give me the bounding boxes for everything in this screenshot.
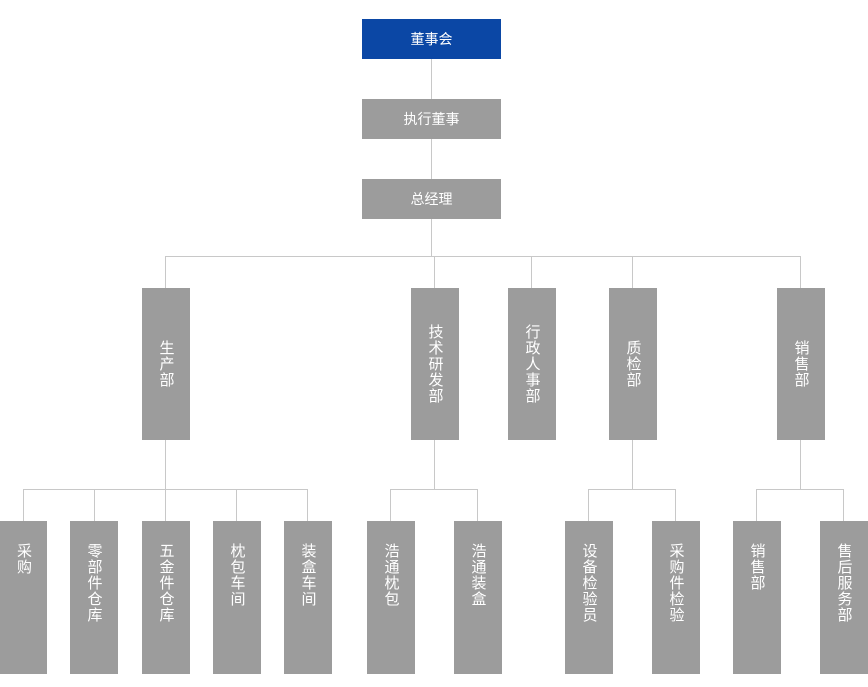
general-manager-label: 总经理 — [410, 192, 453, 208]
sub-unit-box: 枕包车间 — [213, 521, 261, 674]
connector-line — [632, 440, 633, 490]
connector-line — [588, 489, 589, 521]
sub-unit-box: 装盒车间 — [284, 521, 332, 674]
connector-line — [843, 489, 844, 521]
connector-line — [756, 489, 757, 521]
sub-unit-box: 零部件仓库 — [70, 521, 118, 674]
sub-unit-label: 采购件检验 — [667, 543, 686, 623]
connector-line — [531, 256, 532, 288]
department-box-production: 生产部 — [142, 288, 190, 440]
chairman-box: 董事会 — [362, 19, 501, 59]
department-label: 生产部 — [157, 340, 176, 388]
department-box-hr: 行政人事部 — [508, 288, 556, 440]
sub-unit-box: 设备检验员 — [565, 521, 613, 674]
connector-line — [165, 256, 166, 288]
sub-unit-label: 售后服务部 — [835, 543, 854, 623]
connector-line — [434, 256, 435, 288]
connector-line — [800, 440, 801, 490]
connector-line — [588, 489, 676, 490]
connector-line — [434, 440, 435, 490]
sub-unit-label: 采购 — [15, 543, 33, 575]
department-box-sales: 销售部 — [777, 288, 825, 440]
department-box-rnd: 技术研发部 — [411, 288, 459, 440]
executive-director-box: 执行董事 — [362, 99, 501, 139]
sub-unit-label: 枕包车间 — [228, 543, 247, 607]
connector-line — [431, 58, 432, 99]
connector-line — [431, 138, 432, 179]
sub-unit-label: 设备检验员 — [580, 543, 599, 623]
executive-director-label: 执行董事 — [403, 112, 460, 128]
connector-line — [675, 489, 676, 521]
connector-line — [23, 489, 24, 521]
connector-line — [390, 489, 478, 490]
department-label: 技术研发部 — [426, 324, 445, 404]
connector-line — [800, 256, 801, 288]
connector-line — [236, 489, 237, 521]
sub-unit-label: 销售部 — [748, 543, 767, 591]
connector-line — [307, 489, 308, 521]
department-label: 质检部 — [624, 340, 643, 388]
sub-unit-box: 售后服务部 — [820, 521, 868, 674]
chairman-label: 董事会 — [410, 32, 453, 48]
sub-unit-box: 五金件仓库 — [142, 521, 190, 674]
sub-unit-label: 零部件仓库 — [85, 543, 104, 623]
sub-unit-box: 采购 — [0, 521, 47, 674]
sub-unit-box: 浩通枕包 — [367, 521, 415, 674]
connector-line — [756, 489, 844, 490]
connector-line — [632, 256, 633, 288]
sub-unit-label: 浩通枕包 — [382, 543, 401, 607]
sub-unit-box: 采购件检验 — [652, 521, 700, 674]
sub-unit-label: 五金件仓库 — [157, 543, 176, 623]
connector-line — [431, 218, 432, 256]
connector-line — [165, 256, 801, 257]
general-manager-box: 总经理 — [362, 179, 501, 219]
connector-line — [94, 489, 95, 521]
sub-unit-label: 浩通装盒 — [469, 543, 488, 607]
department-label: 销售部 — [792, 340, 811, 388]
sub-unit-box: 销售部 — [733, 521, 781, 674]
department-box-quality: 质检部 — [609, 288, 657, 440]
connector-line — [165, 489, 166, 521]
sub-unit-box: 浩通装盒 — [454, 521, 502, 674]
connector-line — [477, 489, 478, 521]
department-label: 行政人事部 — [523, 324, 542, 404]
connector-line — [390, 489, 391, 521]
connector-line — [165, 440, 166, 490]
sub-unit-label: 装盒车间 — [299, 543, 318, 607]
